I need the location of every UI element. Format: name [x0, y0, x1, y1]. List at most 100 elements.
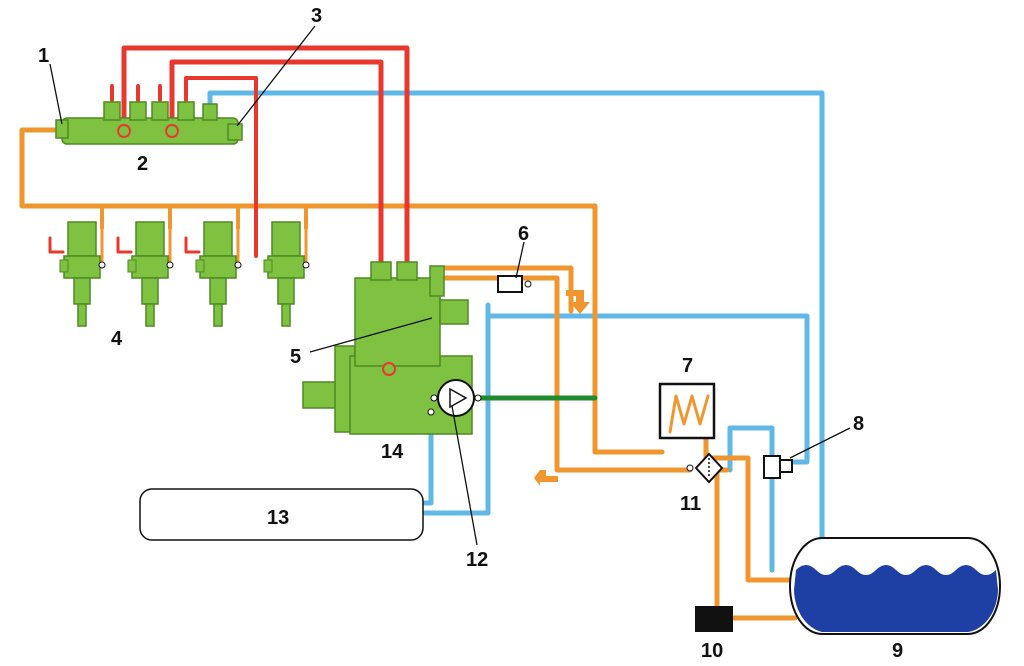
return-lines — [207, 90, 825, 573]
hp-stub-injector-1 — [48, 236, 65, 254]
injector-leak-check — [234, 261, 242, 269]
injector-nozzle-upper — [73, 277, 91, 305]
rail-port-a — [103, 101, 121, 121]
tank-fuel — [794, 565, 998, 632]
valve-6 — [497, 275, 532, 293]
pump-drain-line-outer — [422, 313, 491, 516]
heater-coil — [668, 394, 710, 434]
rail-pressure-sensor — [55, 119, 69, 139]
pump-return-line — [485, 302, 810, 465]
pump-drain-line-inner — [422, 407, 434, 506]
hp-stub-injector-3 — [184, 236, 201, 254]
label-2: 2 — [137, 153, 148, 175]
injector-side-port — [263, 259, 273, 273]
hp-line-pump-to-rail-inner — [169, 59, 384, 265]
feed-pump-arrow — [449, 387, 468, 409]
injector-nozzle-tip — [145, 303, 155, 327]
rail-inlet-1 — [117, 124, 131, 138]
label-7: 7 — [682, 355, 693, 377]
label-3: 3 — [311, 5, 322, 27]
pump-outlet-1 — [370, 261, 392, 281]
feed-pump-check-out — [430, 394, 438, 402]
rail-inlet-2 — [165, 124, 179, 138]
label-13: 13 — [267, 507, 289, 529]
injector-nozzle-tip — [77, 303, 87, 327]
common-rail — [55, 101, 243, 145]
high-pressure-pump — [302, 261, 473, 435]
label-11: 11 — [680, 493, 701, 515]
tank-13 — [139, 488, 424, 541]
pump-upper-body — [354, 277, 441, 367]
fuel-filter — [686, 452, 724, 484]
label-5: 5 — [290, 346, 301, 368]
injector-head — [271, 221, 301, 257]
injector-side-port — [127, 259, 137, 273]
injector-leak-check — [166, 261, 174, 269]
tank-return-line — [727, 425, 775, 573]
heater-to-tank-line — [703, 437, 795, 583]
rail-port-c — [151, 101, 169, 121]
injector-nozzle-tip — [281, 303, 291, 327]
pump-outlet-2 — [396, 261, 418, 281]
valve-8-body — [763, 455, 781, 479]
flow-arrow-down — [566, 290, 590, 314]
injector-4 — [263, 221, 310, 327]
pressure-valve-8 — [763, 455, 793, 479]
label-14: 14 — [381, 441, 404, 463]
flow-arrow-up — [534, 470, 558, 486]
leader-lines — [49, 25, 851, 546]
label-4: 4 — [111, 328, 123, 350]
injector-body — [199, 255, 237, 279]
rail-pressure-limiter — [227, 123, 243, 141]
injector-nozzle-tip — [213, 303, 223, 327]
leader-3 — [236, 25, 316, 127]
pump-metering-valve — [429, 265, 445, 297]
injector-head — [203, 221, 233, 257]
label-1: 1 — [38, 45, 49, 67]
injector-leak-check — [98, 261, 106, 269]
injector-body — [267, 255, 305, 279]
injector-nozzle-upper — [141, 277, 159, 305]
valve-8-port — [779, 459, 793, 473]
leader-6 — [515, 241, 525, 279]
rail-port-e — [202, 103, 218, 121]
label-8: 8 — [853, 413, 864, 435]
label-6: 6 — [518, 223, 529, 245]
pump-regulator — [439, 299, 469, 325]
callout-labels: 1 2 3 4 5 6 7 8 9 10 11 12 13 14 — [38, 5, 903, 662]
valve-6-check — [524, 280, 532, 288]
leader-8 — [789, 427, 851, 459]
leader-12 — [451, 405, 478, 546]
injector-side-port — [195, 259, 205, 273]
hp-line-pump-to-rail-outer — [121, 45, 410, 265]
rail-port-d — [177, 101, 195, 121]
injector-nozzle-upper — [209, 277, 227, 305]
fuel-tank — [789, 537, 1001, 635]
injector-2 — [127, 221, 174, 327]
filter-check — [686, 464, 694, 472]
label-12: 12 — [466, 549, 488, 571]
fuel-heater — [658, 382, 716, 440]
feed-pump-check-in — [474, 394, 482, 402]
injector-body — [131, 255, 169, 279]
feed-pump — [427, 379, 482, 417]
high-pressure-lines — [48, 45, 410, 265]
leader-5 — [309, 317, 433, 353]
feed-pump-check-drain — [427, 408, 435, 416]
rail-port-b — [129, 101, 147, 121]
rail-leak-loop — [19, 127, 665, 455]
injector-leak-check — [302, 261, 310, 269]
injector-head — [135, 221, 165, 257]
label-9: 9 — [892, 640, 903, 662]
injector-3 — [195, 221, 242, 327]
hp-line-rail-to-injector-4 — [184, 76, 258, 258]
injector-1 — [59, 221, 106, 327]
valve-6-body — [497, 275, 523, 293]
label-10: 10 — [701, 640, 723, 662]
rail-return-line — [207, 90, 825, 548]
leader-1 — [49, 63, 63, 125]
pump-port — [382, 362, 396, 376]
injector-body — [63, 255, 101, 279]
hp-stub-injector-2 — [116, 236, 133, 254]
